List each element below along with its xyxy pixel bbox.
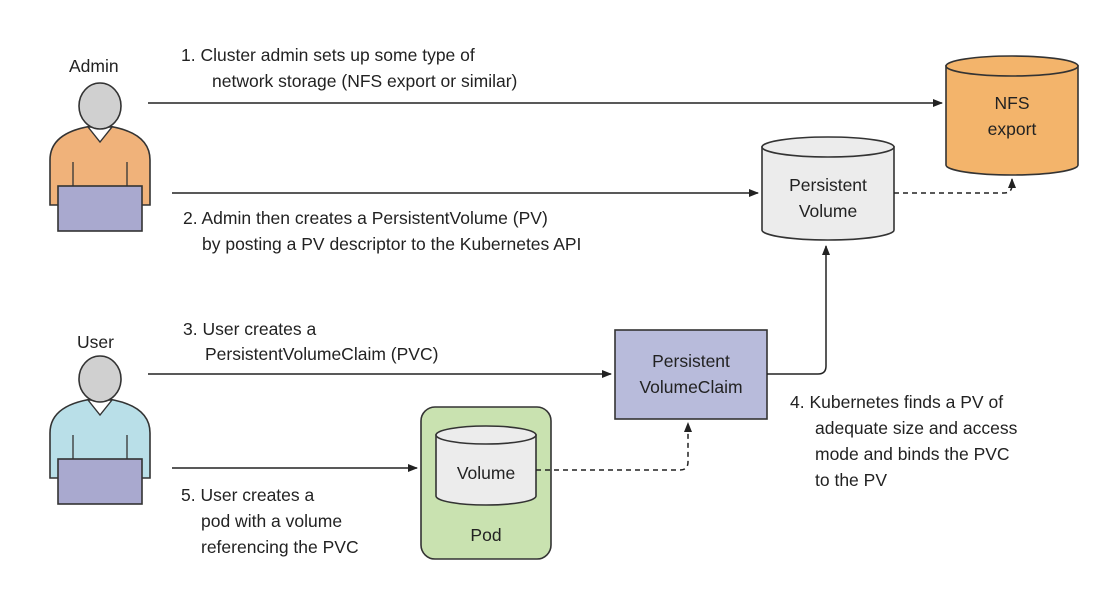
pvc-label-line2: VolumeClaim [639,377,743,397]
admin-user-icon [49,82,151,232]
dashed-arrow-pv-to-nfs [894,178,1016,194]
step1-line1: 1. Cluster admin sets up some type of [181,45,475,65]
user-label: User [77,332,114,352]
pv-label-line1: Persistent [789,175,867,195]
nfs-export-cylinder [945,55,1079,176]
step2-line1: 2. Admin then creates a PersistentVolume… [183,208,548,228]
nfs-label-line2: export [987,119,1037,139]
step4-line4: to the PV [815,470,887,490]
persistent-volume-cylinder [761,136,895,241]
user-icon [49,355,151,505]
pv-label-line2: Volume [798,201,858,221]
persistent-volume-claim-box [614,329,768,420]
step5-line2: pod with a volume [201,511,343,531]
pvc-label-line1: Persistent [652,351,730,371]
step3-line1: 3. User creates a [183,319,317,339]
volume-cylinder [435,425,537,506]
step5-line3: referencing the PVC [201,537,359,557]
step2-line2: by posting a PV descriptor to the Kubern… [202,234,582,254]
step4-line1: 4. Kubernetes finds a PV of [790,392,1004,412]
volume-label: Volume [456,463,516,483]
step5-line1: 5. User creates a [181,485,315,505]
dashed-arrow-volume-to-pvc [536,422,692,471]
arrow-pvc-to-pv [767,245,830,375]
step3-line2: PersistentVolumeClaim (PVC) [205,344,439,364]
nfs-label-line1: NFS [994,93,1030,113]
step4-line3: mode and binds the PVC [815,444,1010,464]
step1-line2: network storage (NFS export or similar) [212,71,518,91]
admin-label: Admin [69,56,119,76]
pod-label: Pod [470,525,502,545]
step4-line2: adequate size and access [815,418,1018,438]
